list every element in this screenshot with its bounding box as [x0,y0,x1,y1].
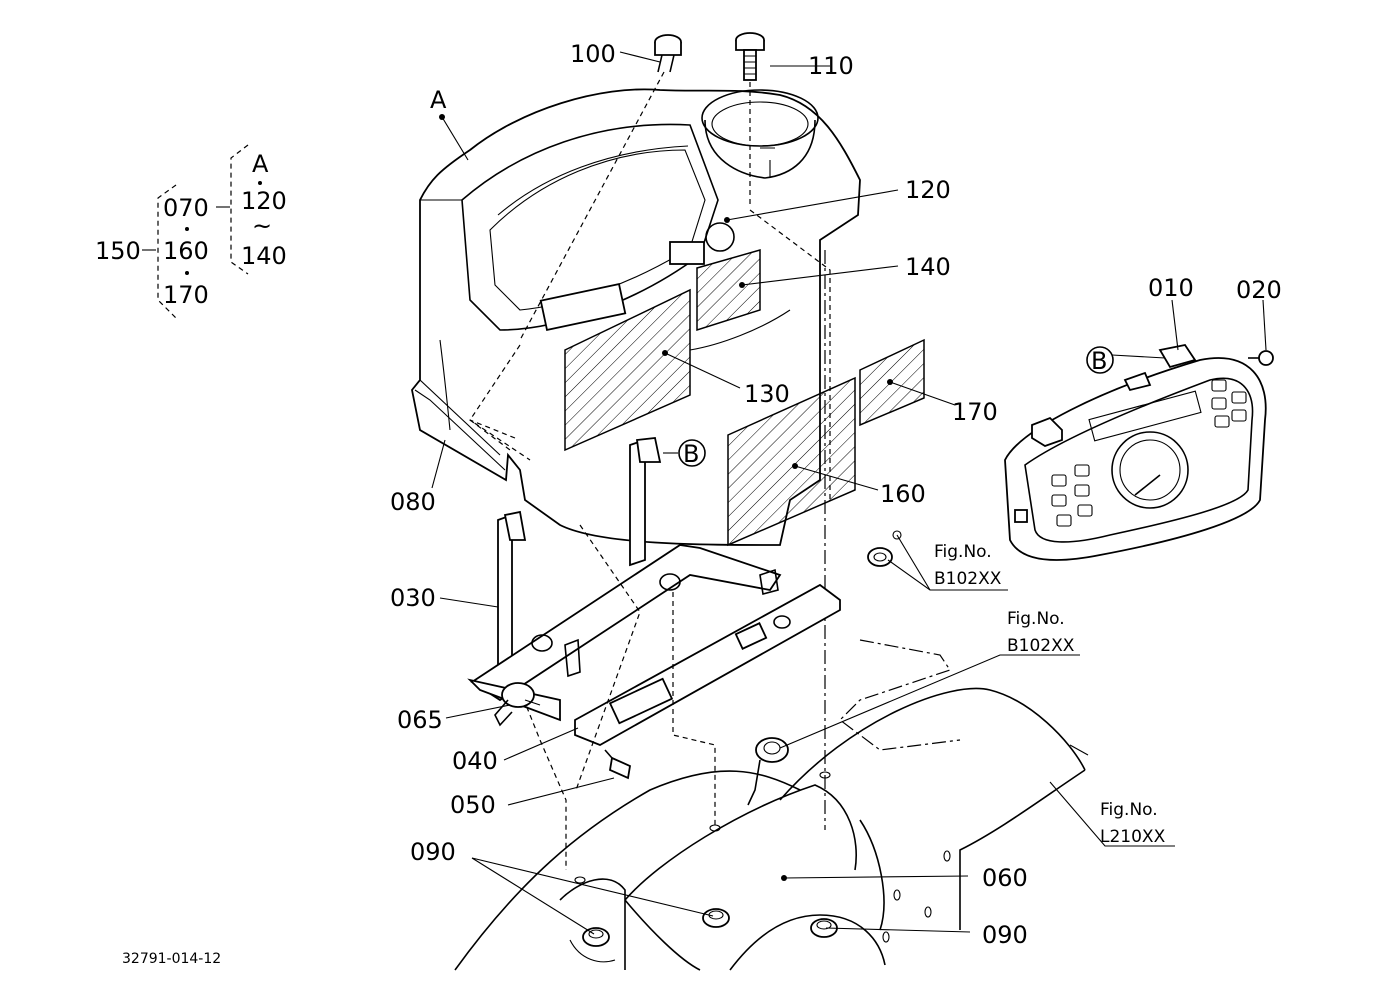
fig-ref-2-label: Fig.No. [1007,609,1065,629]
fig-ref-3-label: Fig.No. [1100,800,1158,820]
circle-B-bracket [678,439,706,467]
outer-brace [157,184,177,319]
bolt-100 [519,34,682,341]
callout-170: 170 [952,398,998,426]
decal-160 [727,376,856,547]
bracket-030 [467,437,841,870]
callout-120: 120 [905,176,951,204]
group-bracket: 150 070 160 170 A 120 ~ 140 [95,144,287,319]
callout-B-bracket: B [683,440,699,468]
callout-090-right: 090 [982,921,1028,949]
assembly-lines [469,209,831,830]
drawing-number: 32791-014-12 [122,951,221,967]
decal-140 [696,249,761,332]
fig-ref-3-code: L210XX [1100,827,1166,847]
group-item-160: 160 [163,237,209,265]
bushing [867,530,902,567]
gauge-dial [1111,431,1189,509]
decal-130 [564,288,691,452]
callout-080: 080 [390,488,436,516]
callout-labels: 100 110 A 120 140 130 170 160 080 030 06… [390,40,1282,949]
fig-ref-1-code: B102XX [934,569,1002,589]
callout-110: 110 [808,52,854,80]
fender-060 [454,639,1089,971]
key-switch [747,737,789,806]
group-label-150: 150 [95,237,141,265]
callout-B-meter: B [1091,347,1107,375]
callout-030: 030 [390,584,436,612]
callout-010: 010 [1148,274,1194,302]
group-sub-A: A [252,150,269,178]
fig-ref-1-label: Fig.No. [934,542,992,562]
inner-brace [230,144,249,275]
callout-065: 065 [397,706,443,734]
callout-050: 050 [450,791,496,819]
callout-A: A [430,86,447,114]
group-sub-120: 120 [241,187,287,215]
callout-100: 100 [570,40,616,68]
range-mark: ~ [252,212,272,240]
meter-panel [1004,343,1267,561]
grommets-090 [582,908,838,947]
leader-lines [431,51,1267,935]
screw-050 [604,749,632,780]
group-item-170: 170 [163,281,209,309]
callout-040: 040 [452,747,498,775]
group-sub-140: 140 [241,242,287,270]
key-hole [705,222,735,252]
switch-slot [669,241,705,265]
callout-020: 020 [1236,276,1282,304]
callout-160: 160 [880,480,926,508]
callout-060: 060 [982,864,1028,892]
group-item-070: 070 [163,194,209,222]
switch-065 [494,682,541,727]
screw-020 [1248,350,1274,366]
fig-ref-2-code: B102XX [1007,636,1075,656]
callout-140: 140 [905,253,951,281]
figure-references: Fig.No. B102XX Fig.No. B102XX Fig.No. L2… [934,542,1166,847]
bolt-110 [735,32,765,205]
slot [539,282,627,332]
circle-B-meter [1086,346,1114,374]
callout-090-left: 090 [410,838,456,866]
callout-130: 130 [744,380,790,408]
